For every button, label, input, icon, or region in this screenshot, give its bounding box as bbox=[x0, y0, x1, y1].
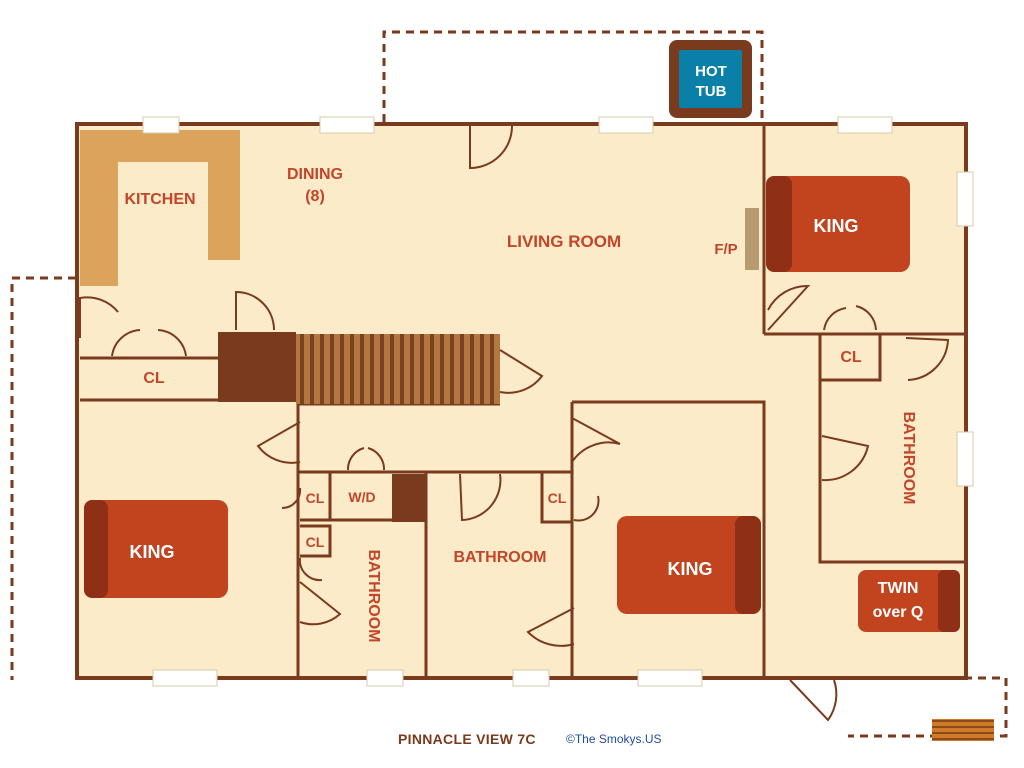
doors bbox=[79, 125, 950, 722]
bed-top-right-label: KING bbox=[814, 216, 859, 236]
closet-master-label: CL bbox=[840, 349, 862, 366]
hot-tub-label-line2: TUB bbox=[696, 83, 727, 100]
bed-twin-label-line2: over Q bbox=[873, 604, 924, 621]
staircase bbox=[296, 334, 500, 404]
hot-tub-label-line1: HOT bbox=[695, 63, 727, 80]
copyright-text: ©The Smokys.US bbox=[566, 732, 662, 746]
living-room-label: LIVING ROOM bbox=[507, 232, 621, 251]
top-deck-outline bbox=[382, 30, 764, 122]
bottom-right-deck-outline bbox=[848, 676, 1008, 738]
bed-twin bbox=[858, 570, 960, 632]
bed-bottom-left-label: KING bbox=[130, 542, 175, 562]
closet-kitchen-label: CL bbox=[143, 370, 165, 387]
closet-bed3-label: CL bbox=[548, 490, 567, 506]
plan-title: PINNACLE VIEW 7C bbox=[398, 731, 536, 747]
bed-twin-label-line1: TWIN bbox=[878, 580, 919, 597]
dining-seats-label: (8) bbox=[305, 188, 325, 205]
hot-tub-water bbox=[679, 50, 742, 108]
wd-dark-block bbox=[392, 474, 426, 522]
kitchen-label: KITCHEN bbox=[124, 191, 195, 208]
left-deck-outline bbox=[10, 276, 76, 680]
footer: PINNACLE VIEW 7C ©The Smokys.US bbox=[0, 728, 1024, 752]
fireplace-label: F/P bbox=[714, 241, 737, 258]
bed-top-right bbox=[766, 176, 910, 272]
bed-bottom-center bbox=[617, 516, 761, 614]
stair-landing bbox=[218, 332, 296, 402]
bathroom-right-label: BATHROOM bbox=[900, 411, 917, 504]
bed-bottom-center-label: KING bbox=[668, 559, 713, 579]
bathroom-center-label: BATHROOM bbox=[453, 549, 546, 566]
fireplace-hearth bbox=[745, 208, 759, 270]
kitchen-counter bbox=[80, 130, 240, 286]
windows bbox=[142, 116, 974, 687]
entry-steps bbox=[932, 719, 994, 741]
washer-dryer-label: W/D bbox=[348, 489, 375, 505]
closet-hall-2-label: CL bbox=[306, 534, 325, 550]
bathroom-mid-label: BATHROOM bbox=[365, 549, 382, 642]
dining-label: DINING bbox=[287, 166, 343, 183]
bed-bottom-left bbox=[84, 500, 228, 598]
closet-hall-1-label: CL bbox=[306, 490, 325, 506]
